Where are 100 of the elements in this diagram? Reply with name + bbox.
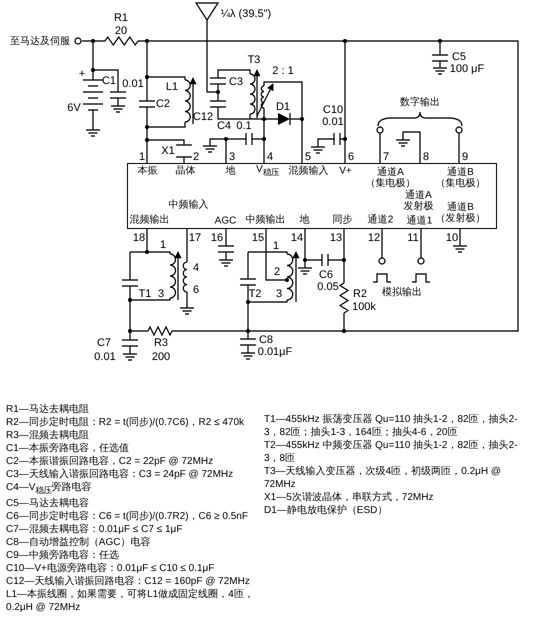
component-label: R2 [352,288,368,300]
component-label: 0.01μF [258,346,292,358]
pin-name: 中频输出 [246,214,286,225]
pin-name: V$_{稳压}$ [256,164,279,178]
pin-name: V+ [339,165,352,176]
pin-name: 通道A（集电极） [364,166,416,188]
tap-number: 2 [274,266,280,278]
component-note: L1—本振线圈，如果需要，可将L1做成固定线圈，4匝，0.2μH @ 72MHz [6,588,255,614]
tap-number: 3 [158,288,164,300]
tap-number: 1 [160,239,166,251]
pin-name: 同步 [332,214,352,225]
pin-number: 13 [330,232,342,244]
pin-number: 6 [348,151,354,163]
component-note: C10—V+电源旁路电容：0.01μF ≤ C10 ≤ 0.1μF [6,562,216,575]
pin-number: 7 [382,151,390,163]
component-note: R3—混频去耦电阻 [6,429,90,442]
pin-number: 14 [290,232,304,244]
pin-number: 9 [462,151,468,163]
component-label: 6V [67,102,81,114]
component-label: C2 [156,98,170,110]
component-note: T1—455kHz 振荡变压器 Qu=110 抽头1-2，82匝，抽头2-3，82匝；抽头1-3，164匝；抽头4-6，20匝 [264,413,519,439]
pin-number: 15 [252,232,264,244]
component-label: C5 [452,51,466,63]
component-label: D1 [276,101,290,113]
pin-number: 1 [138,151,146,163]
pin-number: 5 [304,151,312,163]
output-label: 模拟输出 [382,287,422,299]
component-note: C12—天线输入谐振回路电容：C12 = 160pF @ 72MHz [6,575,251,588]
component-label: 0.05 [317,281,339,293]
component-label: X1 [161,145,175,157]
component-note: R1—马达去耦电阻 [6,403,90,416]
component-label: 100k [352,301,376,313]
component-note: R2—同步定时电阻：R2 = t(同步)/(0.7C6)，R2 ≤ 470k [6,416,246,429]
tap-number: 4 [192,262,200,274]
component-label: 0.1 [236,120,252,132]
component-label: T3 [248,54,260,66]
component-note: C6—同步定时电容：C6 = t(同步)/(0.7R2)，C6 ≥ 0.5nF [6,510,249,523]
pin-name: 通道1 [406,215,432,226]
component-note: C1—本振旁路电容，任选值 [6,442,130,455]
component-label: C7 [96,337,112,349]
pin-name: 晶体 [176,165,196,176]
pin-name: 本振 [138,165,158,176]
polarity-sign: + [78,68,86,80]
component-note: X1—5次谐波晶体，串联方式，72MHz [264,491,434,504]
pin-number: 2 [192,151,200,163]
tap-number: 3 [276,288,282,300]
component-label: C10 [322,104,344,116]
tap-number: 6 [192,284,200,296]
component-note: D1—静电放电保护（ESD） [264,504,388,517]
pin-number: 3 [228,151,236,163]
pin-name: 通道B（集电极） [434,166,486,188]
component-label: 20 [114,25,128,37]
pin-number: 18 [132,232,146,244]
component-note: C4—V$_{稳压}$旁路电容 [6,481,92,497]
pin-name: 混频输出 [130,214,170,225]
pin-name: 通道A发射极 [402,190,434,212]
component-note: C8—自动增益控制（AGC）电容 [6,536,152,549]
antenna-length-label: ¼λ (39.5") [220,8,272,20]
component-label: 100 μF [450,63,484,75]
component-label: C8 [258,334,274,346]
component-note: T2—455kHz 中频变压器 Qu=110 抽头1-2，82匝，抽头2-3，8匝 [264,439,519,465]
component-note: C5—马达去耦电容 [6,497,90,510]
tap-number: 1 [272,240,280,252]
component-label: R3 [154,337,168,349]
component-label: L1 [166,81,178,93]
component-note: C3—天线输入谐振回路电容：C3 = 24pF @ 72MHz [6,468,234,481]
ic-chip-box [127,163,497,229]
component-note: C7—混频去耦电容：0.01μF ≤ C7 ≤ 1μF [6,523,184,536]
component-note: C9—中频旁路电容：任选 [6,549,120,562]
pin-name: 地 [300,214,310,225]
component-label: 至马达及伺服 [10,36,70,48]
component-label: 2 : 1 [272,65,294,77]
component-label: C12 [192,111,214,123]
component-label: T2 [248,288,262,300]
component-label: 0.01 [122,78,144,90]
component-note: C2—本振谐振回路电容，C2 = 22pF @ 72MHz [6,455,214,468]
pin-number: 16 [210,232,224,244]
pin-name: AGC [214,215,236,226]
pin-name: 通道B（发射极） [434,202,486,224]
pin-name: 中频输入 [168,199,208,210]
pin-number: 12 [368,232,380,244]
component-label: 0.01 [94,351,116,363]
component-label: C1 [102,75,116,87]
component-label: 200 [152,351,170,363]
component-note: T3—天线输入变压器，次级4匝，初级两匝，0.2μH @ 72MHz [264,465,502,491]
pin-name: 混频输入 [288,165,328,176]
component-label: C6 [318,269,334,281]
pin-number: 11 [407,232,419,244]
pin-name: 地 [226,165,236,176]
component-label: C4 [216,120,232,132]
pin-number: 4 [266,151,274,163]
component-label: C3 [228,76,244,88]
component-label: 0.01 [322,116,344,128]
pin-number: 8 [422,151,430,163]
component-label: R1 [114,12,128,24]
output-label: 数字输出 [400,97,440,109]
pin-number: 10 [446,232,458,244]
pin-name: 通道2 [368,214,394,225]
pin-number: 17 [188,232,202,244]
component-label: T1 [138,288,152,300]
